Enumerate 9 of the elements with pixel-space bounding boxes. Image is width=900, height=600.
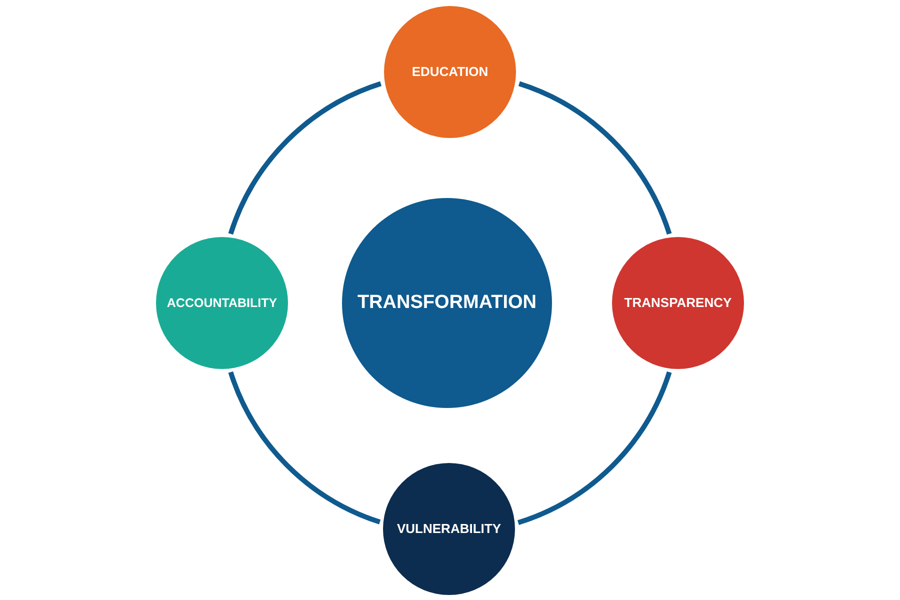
node-label: ACCOUNTABILITY xyxy=(166,296,278,310)
node-label: EDUCATION xyxy=(412,64,488,80)
node-label: TRANSPARENCY xyxy=(624,296,732,310)
node-label: VULNERABILITY xyxy=(397,522,501,536)
ring-arc xyxy=(228,81,382,235)
ring-arc xyxy=(518,81,672,235)
ring-arc xyxy=(517,371,672,525)
ring-arc xyxy=(228,371,381,524)
node-label: TRANSFORMATION xyxy=(357,292,537,314)
